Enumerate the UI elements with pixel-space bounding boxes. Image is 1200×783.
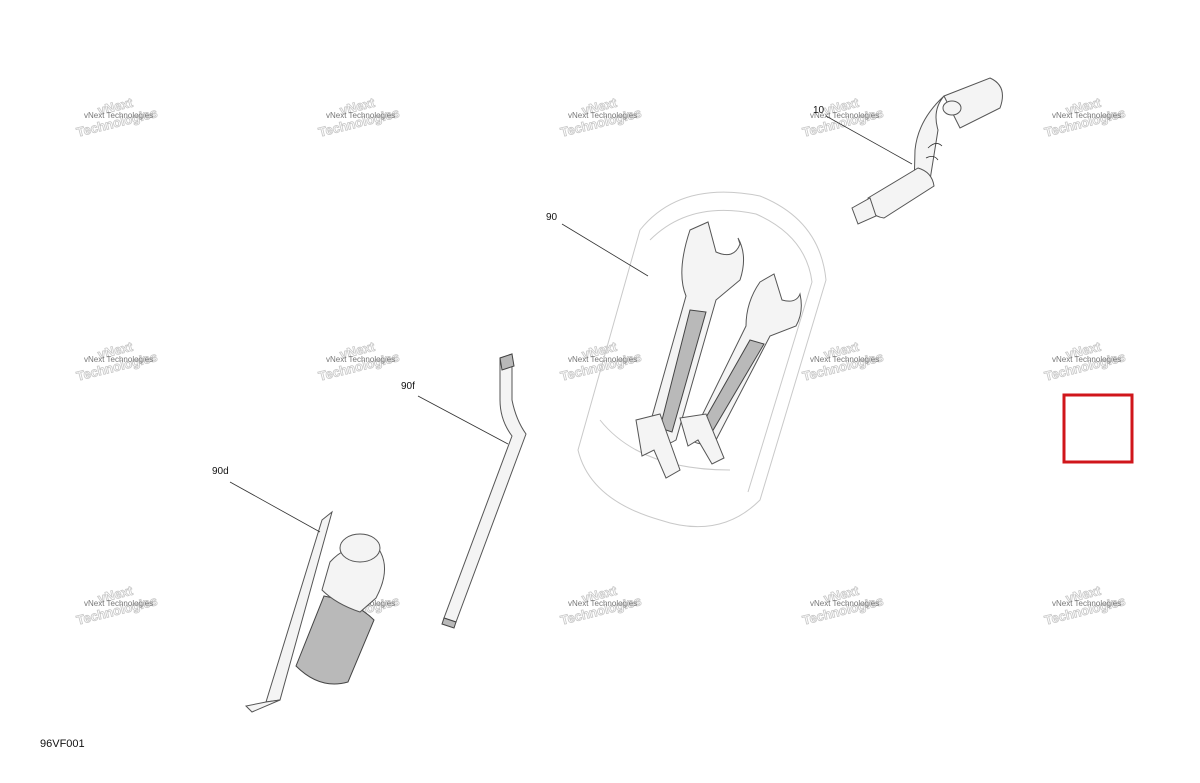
svg-text:vNext Technologies: vNext Technologies <box>1052 355 1121 364</box>
svg-text:vNext Technologies: vNext Technologies <box>568 355 637 364</box>
part-wrench-pouch[interactable] <box>577 191 827 528</box>
svg-text:vNext Technologies: vNext Technologies <box>84 599 153 608</box>
callout-90: 90 <box>546 212 558 223</box>
svg-text:vNext Technologies: vNext Technologies <box>810 355 879 364</box>
part-screwdriver[interactable] <box>244 510 385 713</box>
part-crank-tool[interactable] <box>851 77 1003 225</box>
callout-90d: 90d <box>212 466 229 477</box>
svg-text:vNext Technologies: vNext Technologies <box>326 355 395 364</box>
callout-10: 10 <box>813 105 825 116</box>
drawing-code: 96VF001 <box>40 738 85 750</box>
leader-lines <box>229 115 913 533</box>
svg-text:vNext Technologies: vNext Technologies <box>84 355 153 364</box>
svg-text:vNext Technologies: vNext Technologies <box>1052 599 1121 608</box>
svg-text:vNext Technologies: vNext Technologies <box>568 111 637 120</box>
svg-text:vNext Technologies: vNext Technologies <box>1052 111 1121 120</box>
svg-text:vNext Technologies: vNext Technologies <box>810 111 879 120</box>
svg-text:vNext Technologies: vNext Technologies <box>326 111 395 120</box>
svg-text:vNext Technologies: vNext Technologies <box>568 599 637 608</box>
callout-90f: 90f <box>401 381 415 392</box>
svg-text:vNext Technologies: vNext Technologies <box>810 599 879 608</box>
svg-text:vNext Technologies: vNext Technologies <box>84 111 153 120</box>
highlight-box[interactable] <box>1062 393 1134 464</box>
part-hex-key[interactable] <box>441 353 527 629</box>
